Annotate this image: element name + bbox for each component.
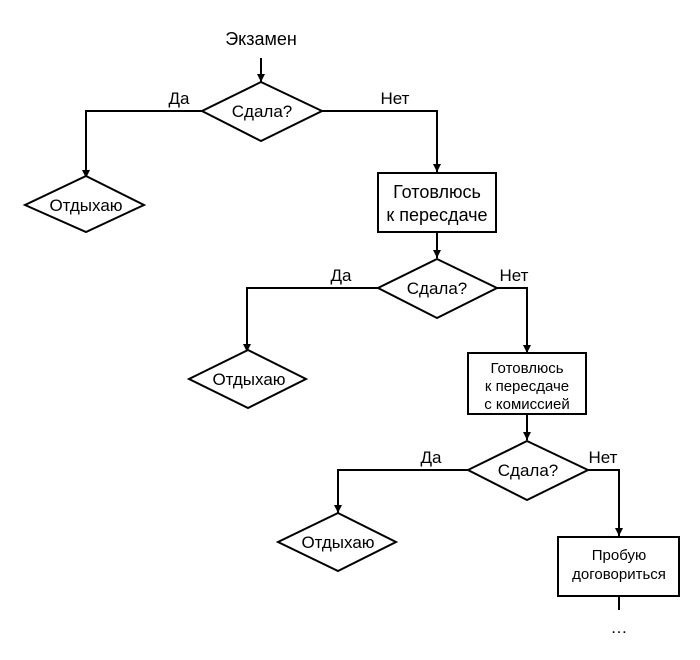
decision-3-yes-label: Да: [421, 448, 443, 467]
negotiate-line-1: Пробую: [592, 547, 646, 564]
prepare-2-line-2: к пересдаче: [485, 378, 569, 395]
decision-2-no-arrow: [497, 287, 531, 353]
decision-2-label: Сдала?: [407, 279, 467, 298]
start-label: Экзамен: [225, 29, 297, 49]
rest-3: Отдыхаю: [275, 511, 399, 573]
decision-3-yes-arrow: [334, 469, 468, 513]
rest-1-label: Отдыхаю: [49, 196, 122, 215]
decision-2-no-label: Нет: [500, 266, 529, 285]
rest-2: Отдыхаю: [186, 348, 309, 410]
prepare-1-line-2: к пересдаче: [386, 205, 487, 225]
decision-2-yes-label: Да: [331, 266, 353, 285]
negotiate-box: Пробую договориться: [557, 536, 680, 597]
decision-1-yes-arrow: [82, 110, 202, 178]
prepare-2-box: Готовлюсь к пересдаче с комиссией: [467, 352, 587, 415]
decision-2: Сдала?: [375, 257, 500, 320]
decision-1-yes-label: Да: [169, 89, 191, 108]
negotiate-line-2: договориться: [572, 566, 666, 583]
decision-3-no-arrow: [588, 469, 623, 536]
rest-2-label: Отдыхаю: [212, 370, 285, 389]
decision-3-no-label: Нет: [589, 448, 618, 467]
decision-1-no-label: Нет: [381, 89, 410, 108]
prepare-1-line-1: Готовлюсь: [393, 182, 481, 202]
rest-1: Отдыхаю: [22, 174, 147, 234]
decision-1-label: Сдала?: [232, 102, 292, 121]
prepare-1-box: Готовлюсь к пересдаче: [377, 172, 497, 233]
decision-3: Сдала?: [465, 439, 591, 502]
decision-1: Сдала?: [199, 80, 325, 143]
ellipsis: …: [611, 618, 628, 637]
decision-1-no-arrow: [322, 110, 441, 172]
rest-3-label: Отдыхаю: [301, 533, 374, 552]
decision-3-label: Сдала?: [498, 461, 558, 480]
prepare-2-line-1: Готовлюсь: [490, 360, 563, 377]
decision-2-yes-arrow: [243, 287, 378, 352]
prepare-2-line-3: с комиссией: [484, 396, 570, 413]
